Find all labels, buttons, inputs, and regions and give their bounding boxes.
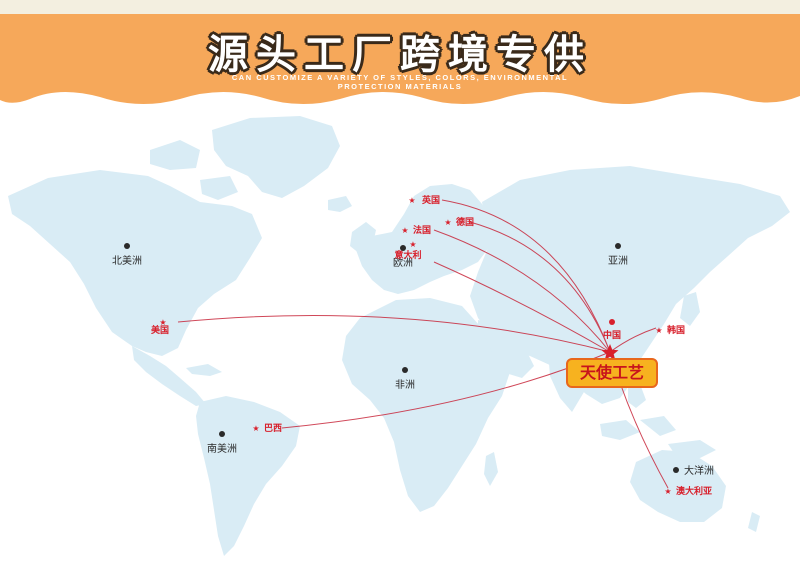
route-germany (469, 221, 611, 353)
country-korea: ★ 韩国 (655, 324, 685, 336)
route-uk (441, 199, 611, 353)
continent-label: 非洲 (395, 379, 415, 391)
north-america-shape (8, 170, 262, 356)
country-label: 意大利 (394, 249, 421, 261)
continent-dot-icon (400, 245, 406, 251)
country-star-icon: ★ (444, 218, 451, 227)
country-label: 英国 (421, 194, 440, 206)
subtitle-line-1: CAN CUSTOMIZE A VARIETY OF STYLES, COLOR… (231, 73, 569, 82)
country-label: 中国 (603, 329, 621, 341)
country-label: 美国 (151, 324, 169, 336)
arabia-shape (478, 320, 534, 378)
banner-wave (0, 14, 800, 105)
continent-label: 北美洲 (112, 254, 142, 267)
caribbean-shape (186, 364, 222, 376)
country-star-icon: ★ (409, 240, 416, 249)
iceland-shape (328, 196, 352, 212)
page-title: 源头工厂跨境专供 (208, 32, 592, 78)
continent-label: 大洋洲 (684, 464, 714, 477)
continent-asia: 亚洲 (608, 243, 628, 267)
continent-label: 欧洲 (393, 257, 413, 269)
arctic-islands-shape (150, 140, 238, 200)
africa-shape (342, 298, 510, 512)
country-china: 中国 (603, 319, 621, 341)
continent-dot-icon (615, 243, 621, 249)
continent-dot-icon (219, 431, 225, 437)
continent-dot-icon (124, 243, 130, 249)
japan-shape (680, 292, 700, 326)
continent-south-america: 南美洲 (207, 431, 237, 455)
subtitle-line-2: PROTECTION MATERIALS (337, 82, 463, 91)
country-star-icon: ★ (408, 196, 415, 205)
uk-shape (350, 222, 376, 254)
europe-shape (356, 184, 490, 294)
origin-badge: 天使工艺 (566, 358, 658, 388)
country-label: 法国 (413, 224, 431, 236)
sea-islands-shape (600, 384, 716, 458)
continent-label: 亚洲 (608, 255, 628, 267)
country-label: 德国 (456, 216, 474, 228)
country-star-icon: ★ (664, 487, 671, 496)
country-label: 澳大利亚 (676, 485, 712, 497)
country-star-icon: ★ (401, 226, 408, 235)
country-germany: ★ 德国 (444, 216, 474, 228)
banner-background (0, 0, 800, 105)
continents-layer (8, 116, 790, 556)
country-brazil: ★ 巴西 (252, 423, 282, 434)
continent-dot-icon (673, 467, 679, 473)
country-australia: ★ 澳大利亚 (664, 485, 712, 497)
continent-oceania: 大洋洲 (673, 464, 714, 477)
continent-africa: 非洲 (395, 367, 415, 391)
routes-layer (177, 199, 669, 489)
australia-shape (630, 450, 726, 522)
madagascar-shape (484, 452, 498, 486)
country-star-icon: ★ (655, 326, 662, 335)
continent-europe: 欧洲 (393, 245, 413, 269)
country-label: 巴西 (264, 423, 282, 434)
route-france (433, 229, 611, 353)
route-italy (433, 261, 611, 353)
country-italy: ★意大利 (394, 240, 421, 261)
continent-dot-icon (402, 367, 408, 373)
asia-shape (470, 166, 790, 404)
country-france: ★ 法国 (401, 224, 431, 236)
route-korea (609, 327, 657, 353)
country-star-icon: ★ (252, 424, 259, 433)
header-banner: 源头工厂跨境专供 CAN CUSTOMIZE A VARIETY OF STYL… (0, 0, 800, 112)
origin-star-icon (601, 344, 619, 361)
continent-label: 南美洲 (207, 442, 237, 455)
country-label: 韩国 (667, 324, 685, 336)
country-usa: ★美国 (151, 318, 169, 336)
origin-marker (601, 344, 619, 361)
greenland-shape (212, 116, 340, 198)
country-star-icon: ★ (159, 318, 166, 327)
central-america-shape (132, 346, 206, 406)
country-dot-icon (609, 319, 615, 325)
continent-north-america: 北美洲 (112, 243, 142, 267)
page-subtitle: CAN CUSTOMIZE A VARIETY OF STYLES, COLOR… (0, 73, 800, 91)
new-zealand-shape (748, 512, 760, 532)
route-usa (177, 314, 611, 353)
country-uk: ★ 英国 (408, 194, 440, 206)
south-america-shape (196, 396, 300, 556)
